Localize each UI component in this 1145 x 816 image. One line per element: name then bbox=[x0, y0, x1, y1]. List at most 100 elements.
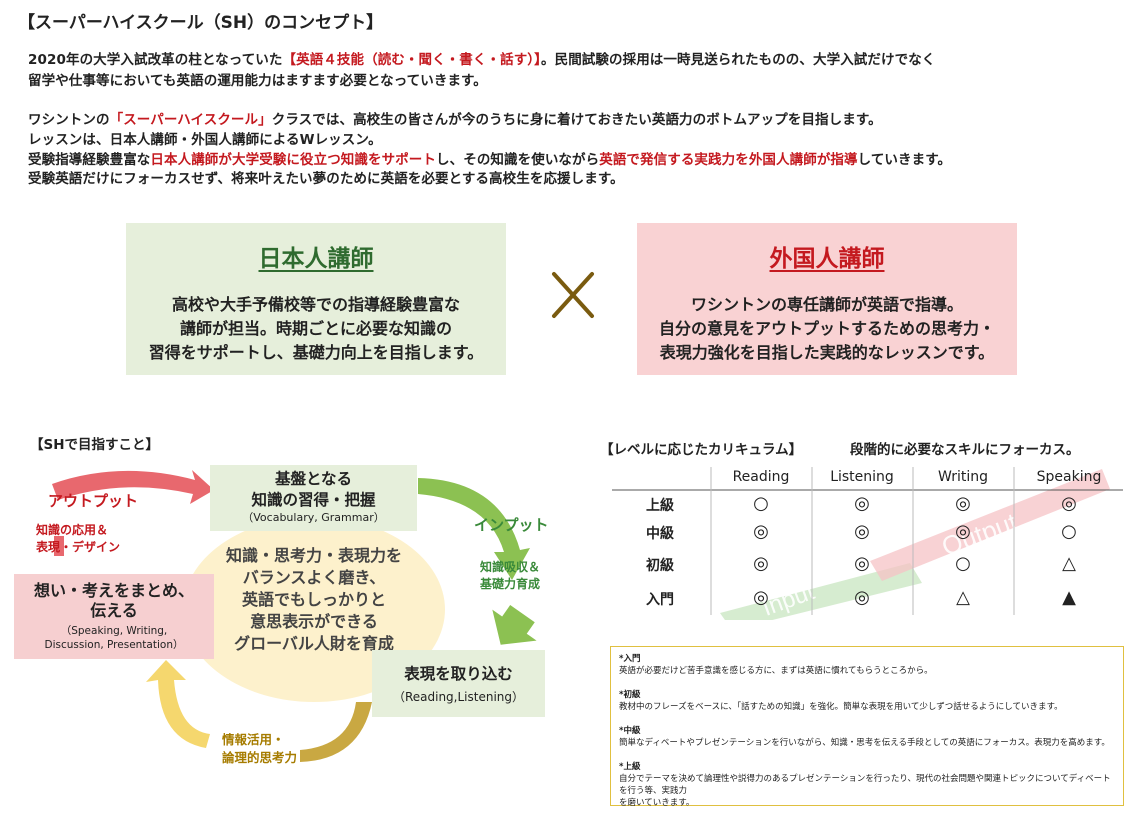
output-sublabel: 知識の応用＆ 表現・デザイン bbox=[36, 522, 120, 556]
intro-line-5: 受験指導経験豊富な日本人講師が大学受験に役立つ知識をサポートし、その知識を使いな… bbox=[28, 148, 951, 168]
row-label-advanced: 上級 bbox=[646, 498, 674, 514]
intro-highlight: 英語で発信する実践力を外国人講師が指導 bbox=[599, 152, 858, 168]
column-header-speaking: Speaking bbox=[1036, 469, 1102, 485]
japanese-teacher-description: 高校や大手予備校等での指導経験豊富な 講師が担当。時期ごとに必要な知識の 習得を… bbox=[149, 293, 483, 365]
curriculum-table: Input Output Reading Listening Writing S… bbox=[610, 465, 1125, 620]
output-stub bbox=[54, 536, 64, 556]
note-heading: *初級 bbox=[619, 690, 641, 700]
cross-icon bbox=[552, 272, 594, 318]
level-notes: *入門 英語が必要だけど苦手意識を感じる方に、まずは英語に慣れてもらうところから… bbox=[610, 646, 1124, 808]
center-line: 知識・思考力・表現力を bbox=[225, 546, 402, 565]
curriculum-subheading: 段階的に必要なスキルにフォーカス。 bbox=[850, 442, 1080, 458]
mark-cell: ◎ bbox=[753, 587, 769, 608]
intro-line-1: 2020年の大学入試改革の柱となっていた【英語４技能（読む・聞く・書く・話す）】… bbox=[28, 48, 935, 68]
center-line: バランスよく磨き、 bbox=[242, 568, 386, 587]
note-body: 簡単なディベートやプレゼンテーションを行いながら、知識・思考を伝える手段としての… bbox=[619, 738, 1110, 748]
note-body: 英語が必要だけど苦手意識を感じる方に、まずは英語に慣れてもらうところから。 bbox=[619, 666, 933, 676]
intake-line: 表現を取り込む bbox=[404, 665, 513, 683]
note-heading: *上級 bbox=[619, 762, 641, 772]
output-sub-line: 知識の応用＆ bbox=[36, 523, 109, 537]
sh-goals-heading: 【SHで目指すこと】 bbox=[30, 437, 160, 453]
note-body: 自分でテーマを決めて論理性や説得力のあるプレゼンテーションを行ったり、現代の社会… bbox=[619, 774, 1111, 796]
intake-box: 表現を取り込む （Reading,Listening） bbox=[372, 650, 545, 717]
intro-highlight: 日本人講師が大学受験に役立つ知識をサポート bbox=[150, 152, 437, 168]
center-line: グローバル人財を育成 bbox=[234, 634, 394, 653]
express-sub: （Speaking, Writing, bbox=[60, 625, 168, 637]
input-sub-line: 知識吸収＆ bbox=[480, 560, 541, 574]
info-line: 論理的思考力 bbox=[222, 750, 298, 765]
curriculum-heading: 【レベルに応じたカリキュラム】 bbox=[600, 442, 803, 458]
express-sub: Discussion, Presentation） bbox=[44, 639, 184, 651]
mark-cell: ◎ bbox=[854, 521, 870, 542]
express-box: 想い・考えをまとめ、 伝える （Speaking, Writing, Discu… bbox=[14, 574, 214, 659]
output-sub-line: 表現・デザイン bbox=[36, 540, 121, 554]
mark-cell: ◎ bbox=[854, 493, 870, 514]
foreign-teacher-title: 外国人講師 bbox=[769, 246, 885, 272]
output-label: アウトプット bbox=[48, 492, 139, 510]
mark-cell: ◎ bbox=[955, 521, 971, 542]
input-arrow-icon bbox=[418, 478, 530, 580]
info-line: 情報活用・ bbox=[222, 732, 285, 747]
description-line: 高校や大手予備校等での指導経験豊富な bbox=[171, 295, 460, 314]
row-label-beginner: 初級 bbox=[646, 558, 674, 574]
express-line: 伝える bbox=[90, 601, 138, 620]
intro-text: クラスでは、高校生の皆さんが今のうちに身に着けておきたい英語力のボトムアップを目… bbox=[271, 112, 882, 128]
mark-cell: △ bbox=[1062, 553, 1076, 574]
intro-text: していきます。 bbox=[857, 152, 952, 168]
intro-line-4: レッスンは、日本人講師・外国人講師によるWレッスン。 bbox=[28, 132, 382, 148]
note-body: 教材中のフレーズをベースに、「話すための知識」を強化。簡単な表現を用いて少しずつ… bbox=[619, 702, 1063, 712]
intake-sub: （Reading,Listening） bbox=[392, 690, 525, 704]
center-line: 意思表示ができる bbox=[250, 612, 378, 631]
japanese-teacher-box: 日本人講師 高校や大手予備校等での指導経験豊富な 講師が担当。時期ごとに必要な知… bbox=[126, 223, 506, 375]
center-text: 知識・思考力・表現力を バランスよく磨き、 英語でもしっかりと 意思表示ができる… bbox=[205, 545, 423, 655]
mark-cell: ▲ bbox=[1062, 587, 1076, 608]
mark-cell: ◎ bbox=[854, 553, 870, 574]
column-header-reading: Reading bbox=[732, 469, 790, 485]
input-label: インプット bbox=[474, 516, 549, 534]
cycle-arrows bbox=[52, 470, 537, 762]
note-heading: *入門 bbox=[619, 654, 641, 664]
input-band bbox=[720, 563, 922, 620]
output-arrow-icon bbox=[52, 470, 214, 504]
foundation-line: 基盤となる bbox=[274, 470, 353, 488]
info-arrow-icon bbox=[300, 702, 372, 762]
info-label: 情報活用・ 論理的思考力 bbox=[222, 731, 297, 767]
intro-text: 。民間試験の採用は一時見送られたものの、大学入試だけでなく bbox=[541, 52, 936, 68]
output-band bbox=[870, 469, 1110, 581]
note-body: を磨いていきます。 bbox=[619, 798, 695, 808]
mark-cell: ◎ bbox=[1061, 493, 1077, 514]
row-label-intro: 入門 bbox=[646, 592, 674, 608]
mark-cell: △ bbox=[956, 587, 970, 608]
row-label-intermediate: 中級 bbox=[646, 526, 674, 542]
mark-cell: ○ bbox=[955, 553, 971, 574]
page-title: 【スーパーハイスクール（SH）のコンセプト】 bbox=[18, 13, 384, 33]
intro-text: し、その知識を使いながら bbox=[436, 152, 600, 168]
column-header-listening: Listening bbox=[830, 469, 894, 485]
note-heading: *中級 bbox=[619, 726, 641, 736]
column-header-writing: Writing bbox=[938, 469, 988, 485]
mark-cell: ◎ bbox=[854, 587, 870, 608]
description-line: 習得をサポートし、基礎力向上を目指します。 bbox=[148, 343, 484, 362]
description-line: 講師が担当。時期ごとに必要な知識の bbox=[179, 319, 452, 338]
foundation-sub: （Vocabulary, Grammar） bbox=[242, 511, 385, 524]
input-down-arrow-icon bbox=[492, 605, 537, 645]
foreign-teacher-box: 外国人講師 ワシントンの専任講師が英語で指導。 自分の意見をアウトプットするため… bbox=[637, 223, 1017, 375]
express-arrow-icon bbox=[146, 660, 210, 748]
intro-line-6: 受験英語だけにフォーカスせず、将来叶えたい夢のために英語を必要とする高校生を応援… bbox=[28, 171, 624, 187]
express-line: 想い・考えをまとめ、 bbox=[33, 581, 194, 600]
foundation-line: 知識の習得・把握 bbox=[251, 491, 376, 509]
intro-text: 2020年の大学入試改革の柱となっていた bbox=[28, 52, 283, 68]
input-sublabel: 知識吸収＆ 基礎力育成 bbox=[480, 559, 540, 593]
intro-highlight: 「スーパーハイスクール」 bbox=[109, 112, 272, 128]
description-line: ワシントンの専任講師が英語で指導。 bbox=[690, 295, 963, 314]
mark-cell: ○ bbox=[753, 493, 769, 514]
description-line: 自分の意見をアウトプットするための思考力・ bbox=[658, 319, 995, 338]
intro-text: 受験指導経験豊富な bbox=[28, 152, 151, 168]
mark-cell: ◎ bbox=[753, 521, 769, 542]
mark-cell: ◎ bbox=[955, 493, 971, 514]
foundation-box: 基盤となる 知識の習得・把握 （Vocabulary, Grammar） bbox=[210, 465, 417, 531]
mark-cell: ◎ bbox=[753, 553, 769, 574]
mark-cell: ○ bbox=[1061, 521, 1077, 542]
foreign-teacher-description: ワシントンの専任講師が英語で指導。 自分の意見をアウトプットするための思考力・ … bbox=[659, 293, 995, 365]
intro-line-3: ワシントンの「スーパーハイスクール」クラスでは、高校生の皆さんが今のうちに身に着… bbox=[28, 108, 882, 128]
